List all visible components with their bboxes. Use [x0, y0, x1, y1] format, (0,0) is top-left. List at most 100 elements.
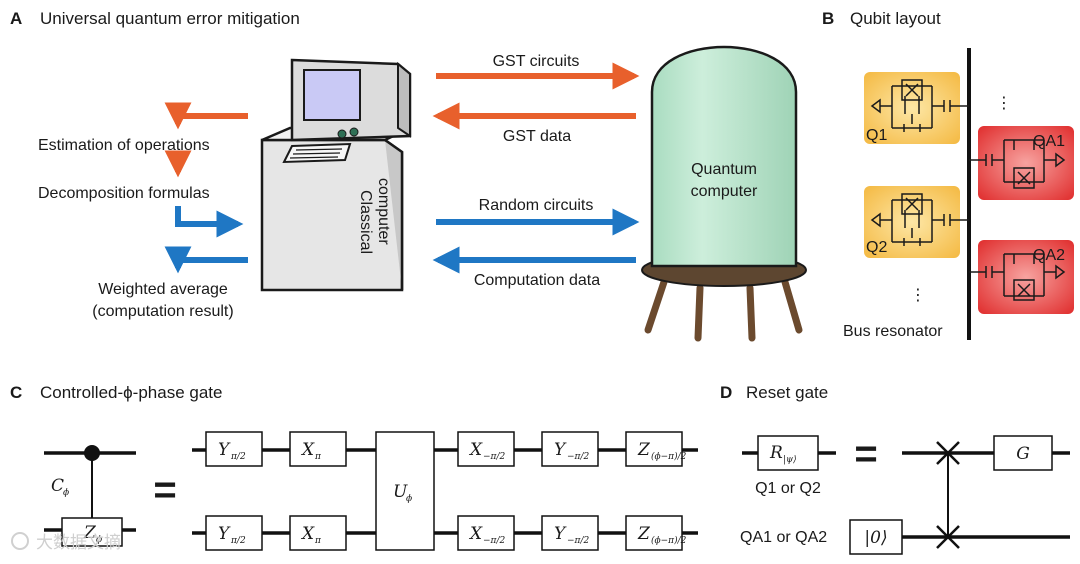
panel-b-title: Qubit layout	[850, 9, 941, 28]
gate-box-x	[289, 431, 347, 467]
monitor-screen	[303, 69, 361, 121]
classical-label-2: computer	[375, 178, 392, 245]
g-label: G	[1016, 444, 1030, 464]
gate-sub-label: π	[314, 452, 322, 462]
gate-box-y	[205, 431, 263, 467]
ellipsis-top: ⋮	[996, 95, 1012, 112]
g-gate	[993, 435, 1053, 471]
ket0-label: |0⟩	[864, 528, 887, 548]
watermark: 大数据文摘	[11, 532, 121, 552]
blue-arrow-to-computer	[175, 206, 244, 238]
gate-sub-label: (ϕ−π)/2	[651, 535, 687, 546]
panel-d-title: Reset gate	[746, 383, 828, 402]
u-label: U	[393, 482, 408, 502]
decomposition-label: Decomposition formulas	[38, 185, 210, 202]
gate-box-x	[457, 431, 515, 467]
panel-a-title: Universal quantum error mitigation	[40, 9, 300, 28]
estimation-label: Estimation of operations	[38, 137, 210, 154]
controlled-phase-symbol: C ϕ Z ϕ	[44, 445, 136, 547]
gate-op-label: Y	[218, 440, 231, 460]
gate-box-y	[541, 431, 599, 467]
gate-sub-label: π/2	[230, 452, 246, 462]
panel-c-title: Controlled-ϕ-phase gate	[40, 383, 222, 402]
u-phi-gate	[375, 431, 435, 551]
qubit-q1: Q1	[864, 72, 969, 144]
gate-op-label: Y	[554, 524, 567, 544]
dome	[650, 45, 798, 268]
panel-b-letter: B	[822, 9, 834, 28]
gate-op-label: X	[300, 524, 315, 544]
gate-op-label: Z	[637, 524, 651, 544]
control-dot	[84, 445, 100, 461]
z-sub: ϕ	[96, 535, 102, 545]
stand-leg	[746, 284, 756, 342]
gate-sub-label: π/2	[230, 536, 246, 546]
equals-sign-d: =	[854, 432, 877, 476]
status-light	[337, 129, 347, 139]
panel-c-letter: C	[10, 383, 22, 402]
gate-sub-label: −π/2	[567, 452, 589, 462]
r-gate	[757, 435, 819, 471]
qubit-qa2-tile	[978, 240, 1074, 314]
weighted-label-2: (computation result)	[92, 303, 233, 320]
qubit-q2: Q2	[864, 186, 969, 258]
gate-box-y	[205, 515, 263, 551]
gate-box-x	[289, 515, 347, 551]
gate-sub-label: (ϕ−π)/2	[651, 451, 687, 462]
reset-gate-symbol: R |ψ⟩ Q1 or Q2	[742, 435, 836, 497]
qubit-qa1-tile	[978, 126, 1074, 200]
control-label: C	[51, 476, 64, 496]
gst-data-label: GST data	[503, 128, 571, 145]
u-sub: ϕ	[406, 494, 412, 504]
q1-or-q2-label: Q1 or Q2	[755, 480, 821, 497]
quantum-label-1: Quantum	[691, 161, 757, 178]
qubit-qa1: QA1	[969, 126, 1074, 200]
watermark-text: 大数据文摘	[36, 533, 121, 552]
panel-a-letter: A	[10, 9, 22, 28]
qubit-q1-tile	[864, 72, 960, 144]
gate-sub-label: −π/2	[483, 536, 505, 546]
orange-arrow-estimation	[164, 102, 248, 130]
gate-sub-label: −π/2	[483, 452, 505, 462]
z-label: Z	[83, 523, 97, 543]
panel-d-letter: D	[720, 383, 732, 402]
gate-op-label: Y	[554, 440, 567, 460]
control-sub: ϕ	[63, 488, 69, 498]
left-flow-arrows	[164, 102, 248, 274]
q2-label: Q2	[866, 239, 887, 256]
gate-box-y	[541, 515, 599, 551]
gate-op-label: X	[468, 440, 483, 460]
weighted-label-1: Weighted average	[98, 281, 228, 298]
quantum-label-2: computer	[691, 183, 758, 200]
r-sub: |ψ⟩	[783, 455, 797, 465]
ket0-box	[849, 519, 903, 555]
random-circuits-label: Random circuits	[479, 197, 594, 214]
classical-computer-icon: Classical computer	[260, 58, 412, 292]
equals-sign-c: =	[153, 468, 176, 512]
q1-label: Q1	[866, 127, 887, 144]
bus-resonator-label: Bus resonator	[843, 323, 943, 340]
stand-leg	[694, 284, 704, 342]
z-gate	[61, 517, 123, 547]
computation-data-label: Computation data	[474, 272, 600, 289]
gate-op-label: Y	[218, 524, 231, 544]
gate-box-z	[625, 431, 683, 467]
r-label: R	[769, 443, 783, 463]
gate-sub-label: π	[314, 536, 322, 546]
gate-sub-label: −π/2	[567, 536, 589, 546]
reset-gate-decomposition: G |0⟩ QA1 or QA2	[740, 435, 1070, 555]
gate-op-label: Z	[637, 440, 651, 460]
stand-leg	[644, 278, 668, 334]
qubit-qa2: QA2	[969, 240, 1074, 314]
stand-leg	[781, 278, 803, 334]
qa1-or-qa2-label: QA1 or QA2	[740, 529, 827, 546]
qubit-q2-tile	[864, 186, 960, 258]
gate-op-label: X	[300, 440, 315, 460]
watermark-logo-icon	[11, 532, 29, 550]
gst-circuits-label: GST circuits	[493, 53, 580, 70]
gate-box-z	[625, 515, 683, 551]
swap-cross-top	[936, 441, 960, 465]
gate-box-x	[457, 515, 515, 551]
